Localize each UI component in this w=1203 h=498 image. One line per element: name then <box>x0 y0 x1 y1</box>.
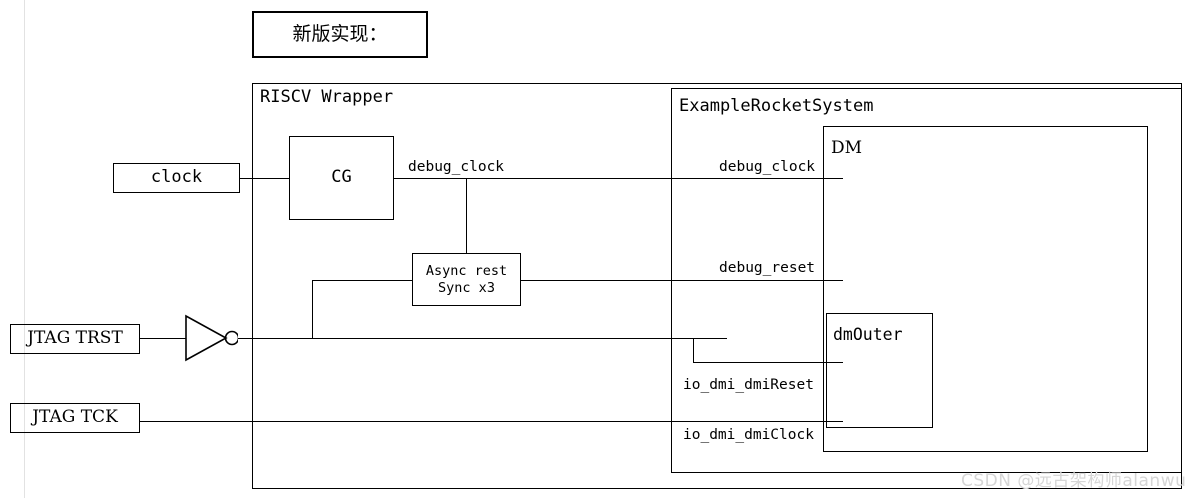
example-rocket-system-label: ExampleRocketSystem <box>679 96 874 116</box>
input-box-jtag-tck <box>10 403 140 433</box>
input-label-clock: clock <box>150 167 203 188</box>
wire-trst-inverted <box>238 338 727 339</box>
async-reset-sync-line2: Sync x3 <box>438 279 495 296</box>
signal-label-debug-reset: debug_reset <box>719 260 816 276</box>
input-label-jtag-tck: JTAG TCK <box>32 407 118 428</box>
wire-trst-into-async-sync <box>312 280 412 281</box>
wire-io-dmi-dmiclock <box>140 421 843 422</box>
wire-clock-to-cg <box>240 178 289 179</box>
dm-container <box>823 126 1148 452</box>
riscv-wrapper-label: RISCV Wrapper <box>260 87 394 107</box>
dm-label: DM <box>831 138 863 158</box>
wire-trst-step-down <box>693 338 694 363</box>
signal-label-io-dmi-dmiclock: io_dmi_dmiClock <box>683 427 814 443</box>
signal-label-io-dmi-dmireset: io_dmi_dmiReset <box>683 377 814 393</box>
dm-outer-label: dmOuter <box>833 325 903 344</box>
async-reset-sync-line1: Async rest <box>425 262 508 279</box>
dm-outer-container <box>826 313 933 428</box>
page-margin-guide <box>24 0 25 498</box>
input-box-jtag-trst <box>10 324 140 354</box>
title-box <box>252 11 428 58</box>
block-async-reset-sync <box>412 253 521 306</box>
wire-trst-jog-up-to-async-sync <box>312 280 313 339</box>
signal-label-debug-clock-system: debug_clock <box>719 159 816 175</box>
input-box-clock <box>113 163 240 193</box>
title-label: 新版实现： <box>292 22 388 45</box>
block-cg-label: CG <box>331 167 352 188</box>
wire-io-dmi-dmireset <box>693 362 843 363</box>
wire-debug-clock-branch-to-async-sync <box>466 178 467 253</box>
wire-debug-clock <box>394 178 843 179</box>
wire-trst-to-inverter <box>140 338 186 339</box>
not-gate-icon <box>185 314 238 362</box>
input-label-jtag-trst: JTAG TRST <box>27 328 123 349</box>
block-async-reset-sync-label: Async rest Sync x3 <box>412 253 521 306</box>
block-cg <box>289 136 394 220</box>
signal-label-debug-clock-wrapper: debug_clock <box>408 159 505 175</box>
wire-debug-reset <box>521 280 843 281</box>
